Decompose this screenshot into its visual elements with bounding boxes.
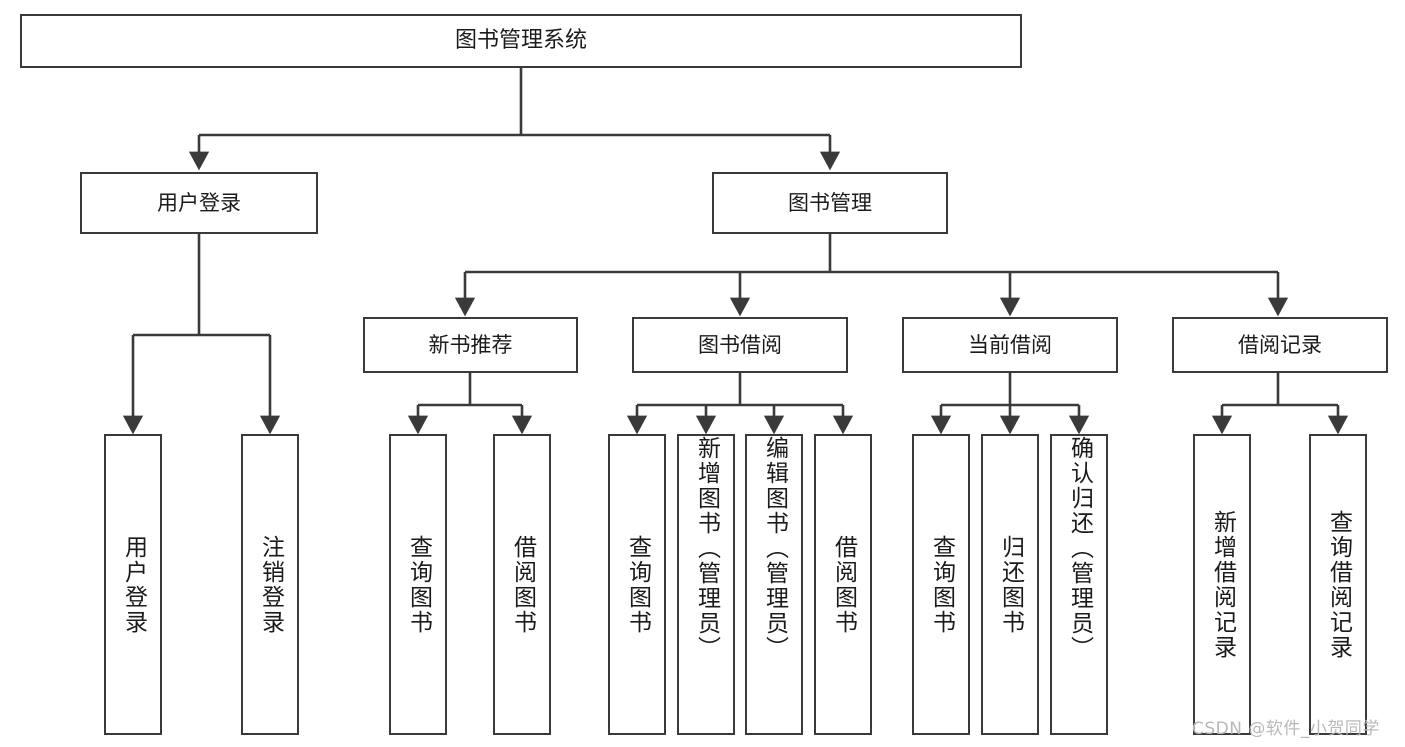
node-label: 注销登录: [257, 534, 284, 635]
node-leaf-borrow-book-recommend[interactable]: 借阅图书: [493, 434, 551, 735]
node-leaf-borrow-book[interactable]: 借阅图书: [814, 434, 872, 735]
csdn-watermark: CSDN @软件_小贺同学: [1192, 719, 1380, 739]
node-label: 查询图书: [624, 534, 651, 635]
node-root-book-management-system[interactable]: 图书管理系统: [20, 14, 1022, 68]
node-label: 新增借阅记录: [1209, 509, 1236, 660]
node-label: 新书推荐: [428, 332, 513, 357]
node-book-borrow[interactable]: 图书借阅: [632, 317, 848, 373]
node-label: 当前借阅: [968, 332, 1052, 357]
node-leaf-query-borrow-record[interactable]: 查询借阅记录: [1309, 434, 1367, 735]
node-book-management[interactable]: 图书管理: [712, 172, 948, 234]
node-leaf-edit-book-admin[interactable]: 编辑图书（管理员）: [745, 434, 803, 735]
node-label: 图书管理系统: [454, 28, 587, 54]
node-new-book-recommend[interactable]: 新书推荐: [363, 317, 578, 373]
node-label: 新增图书（管理员）: [693, 436, 720, 661]
node-label: 借阅记录: [1238, 332, 1322, 357]
node-label: 查询借阅记录: [1325, 509, 1352, 660]
node-label: 归还图书: [997, 534, 1024, 635]
node-leaf-add-borrow-record[interactable]: 新增借阅记录: [1193, 434, 1251, 735]
node-leaf-query-book-current[interactable]: 查询图书: [912, 434, 970, 735]
node-current-borrow[interactable]: 当前借阅: [902, 317, 1118, 373]
node-label: 查询图书: [928, 534, 955, 635]
node-label: 借阅图书: [830, 534, 857, 635]
node-leaf-user-login[interactable]: 用户登录: [104, 434, 162, 735]
node-label: 查询图书: [405, 534, 432, 635]
node-label: 确认归还（管理员）: [1066, 436, 1093, 661]
node-borrow-record[interactable]: 借阅记录: [1172, 317, 1388, 373]
node-leaf-query-book-borrow[interactable]: 查询图书: [608, 434, 666, 735]
node-label: 图书管理: [788, 190, 872, 215]
node-label: 用户登录: [157, 190, 241, 215]
node-leaf-add-book-admin[interactable]: 新增图书（管理员）: [677, 434, 735, 735]
node-leaf-logout[interactable]: 注销登录: [241, 434, 299, 735]
node-user-login[interactable]: 用户登录: [80, 172, 318, 234]
node-label: 借阅图书: [509, 534, 536, 635]
node-label: 用户登录: [120, 534, 147, 635]
node-leaf-query-book-recommend[interactable]: 查询图书: [389, 434, 447, 735]
node-label: 图书借阅: [698, 332, 782, 357]
node-leaf-confirm-return-admin[interactable]: 确认归还（管理员）: [1050, 434, 1108, 735]
node-leaf-return-book[interactable]: 归还图书: [981, 434, 1039, 735]
node-label: 编辑图书（管理员）: [761, 436, 788, 661]
